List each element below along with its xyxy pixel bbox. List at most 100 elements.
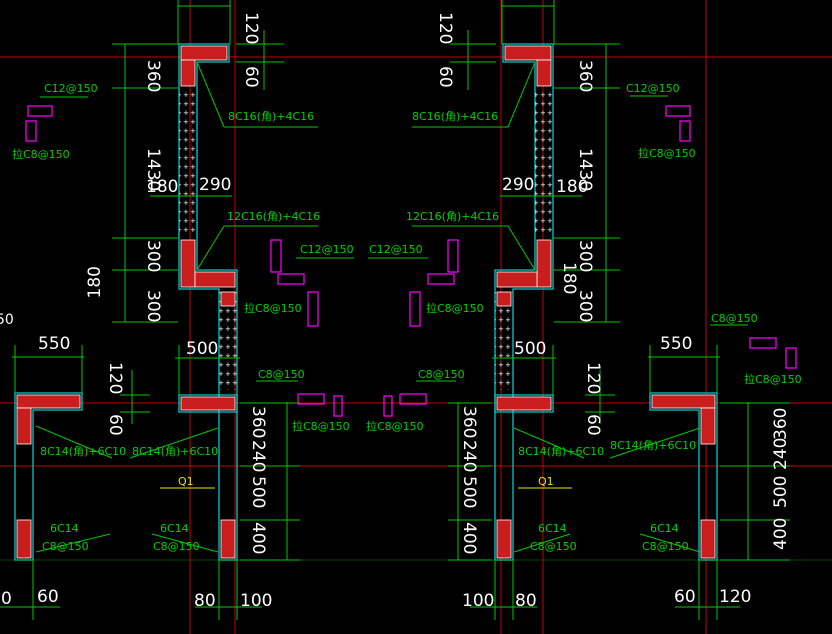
leader-line — [196, 61, 225, 128]
note-bar-low-right-1: 8C14(角)+6C10 — [518, 445, 604, 458]
rebar-zone — [496, 396, 552, 411]
rebar-zone — [700, 407, 716, 445]
leader-line — [513, 533, 571, 553]
rebar-zone — [180, 45, 228, 61]
rebar-zone — [16, 407, 32, 445]
dim-text-1430-left: 1430 — [143, 148, 163, 191]
dim-text-300a-right: 300 — [575, 240, 595, 272]
dim-text-60-bottom-left: 60 — [37, 587, 59, 607]
rebar-zone — [536, 239, 552, 288]
note-bar-low-left-2: 8C14(角)+6C10 — [132, 445, 218, 458]
leader-line — [609, 427, 701, 459]
dim-text-80-bottom-right: 80 — [515, 591, 537, 611]
dim-text-120-top-right: 120 — [435, 12, 455, 44]
tie-detail-symbol — [399, 393, 427, 405]
dim-text-180-left: 180 — [146, 177, 178, 197]
note-rebar-upper-left: 8C16(角)+4C16 — [228, 110, 314, 123]
hook-detail-symbol — [409, 291, 421, 327]
note-tie-c12-left: C12@150 — [44, 82, 98, 95]
note-rebar-mid-left: 12C16(角)+4C16 — [227, 210, 320, 223]
tie-detail-symbol — [277, 273, 305, 285]
note-hook-c8-right: 拉C8@150 — [638, 146, 696, 160]
note-tie-c12-center-right: C12@150 — [369, 243, 423, 256]
leader-line — [507, 225, 536, 271]
rebar-zone — [700, 519, 716, 559]
hatch-right-lower — [495, 292, 513, 390]
note-col-bars-left-1: 6C14 — [50, 522, 79, 535]
dim-text-60-top-left: 60 — [241, 66, 261, 88]
dimension-lines — [0, 0, 832, 620]
hatch-left-lower — [219, 292, 237, 390]
note-hook-c8-low-right: 拉C8@150 — [744, 372, 802, 386]
note-tie-c8-center-right: C8@150 — [418, 368, 465, 381]
dim-text-60-mid-right: 60 — [583, 414, 603, 436]
rebar-zone — [220, 519, 236, 559]
note-hook-c8-left: 拉C8@150 — [12, 147, 70, 161]
dim-text-300b-right: 300 — [575, 290, 595, 322]
dim-text-400-far-right: 400 — [771, 518, 791, 550]
dim-text-500-far-right: 500 — [771, 476, 791, 508]
dim-text-290-left: 290 — [199, 175, 231, 195]
dim-text-60-bottom-right: 60 — [674, 587, 696, 607]
dim-text-550-left: 550 — [38, 334, 70, 354]
tie-detail-symbol — [447, 239, 459, 273]
note-col-ties-right-2: C8@150 — [642, 540, 689, 553]
hook-detail-symbol — [307, 291, 319, 327]
dim-text-500-center-right: 500 — [459, 476, 479, 508]
dim-text-400-center-left: 400 — [248, 522, 268, 554]
rebar-zone — [16, 519, 32, 559]
wall-left-upper — [178, 43, 238, 413]
wall-tag-left: Q1 — [178, 475, 194, 488]
dim-text-120-mid-left: 120 — [105, 362, 125, 394]
note-col-bars-right-2: 6C14 — [650, 522, 679, 535]
hook-detail-symbol — [333, 395, 343, 417]
dim-text-360-center-left: 360 — [248, 406, 268, 438]
dim-text-180-right: 180 — [556, 177, 588, 197]
leader-line — [151, 533, 219, 553]
tie-detail-symbol — [27, 105, 53, 117]
leader-line — [196, 225, 225, 271]
leader-line — [507, 61, 536, 128]
dim-text-360-left: 360 — [143, 60, 163, 92]
dim-text-120-top-left: 120 — [241, 12, 261, 44]
dim-text-360-center-right: 360 — [459, 406, 479, 438]
rebar-zone — [496, 519, 512, 559]
dim-text-60-top-right: 60 — [435, 66, 455, 88]
dim-text-240-center-right: 240 — [459, 440, 479, 472]
dim-text-120-bottom-right: 120 — [719, 587, 751, 607]
hatch-left — [179, 88, 197, 236]
dim-text-240-far-right: 240 — [771, 438, 791, 470]
dim-text-360-right: 360 — [575, 60, 595, 92]
note-col-bars-right-1: 6C14 — [538, 522, 567, 535]
dim-text-1430-right: 1430 — [575, 148, 595, 191]
dim-text-80-bottom-left: 80 — [194, 591, 216, 611]
dim-text-100-bottom-right: 100 — [462, 591, 494, 611]
note-hook-c8-center-right: 拉C8@150 — [426, 301, 484, 315]
leader-line — [35, 425, 113, 459]
wall-tags: Q1 Q1 — [178, 475, 554, 488]
dim-text-50-edge: 50 — [0, 312, 14, 328]
hook-detail-symbol — [785, 347, 797, 369]
leader-line — [639, 533, 701, 553]
note-bar-low-right-2: 8C14(角)+6C10 — [610, 439, 696, 452]
note-hook-c8-center-left: 拉C8@150 — [244, 301, 302, 315]
dim-text-550-right: 550 — [660, 334, 692, 354]
dim-text-0-bottom-left: 0 — [1, 589, 12, 609]
rebar-zone — [220, 291, 236, 307]
detail-symbols — [25, 105, 797, 417]
note-col-bars-left-2: 6C14 — [160, 522, 189, 535]
rebar-zone — [180, 239, 196, 288]
rebar-zone — [496, 291, 512, 307]
note-tie-c8-right: C8@150 — [711, 312, 758, 325]
rebar-zone — [194, 271, 236, 288]
dim-text-360-far-right: 360 — [771, 408, 791, 440]
rebar-zone — [16, 394, 81, 409]
leader-lines — [35, 61, 748, 553]
rebar-zones — [16, 45, 716, 559]
rebar-zone — [496, 271, 538, 288]
note-rebar-mid-right: 12C16(角)+4C16 — [406, 210, 499, 223]
dim-text-300a-left: 300 — [143, 240, 163, 272]
leader-line — [35, 533, 111, 553]
dimension-texts: 120 60 120 60 360 1430 180 290 300 180 3… — [0, 12, 791, 611]
